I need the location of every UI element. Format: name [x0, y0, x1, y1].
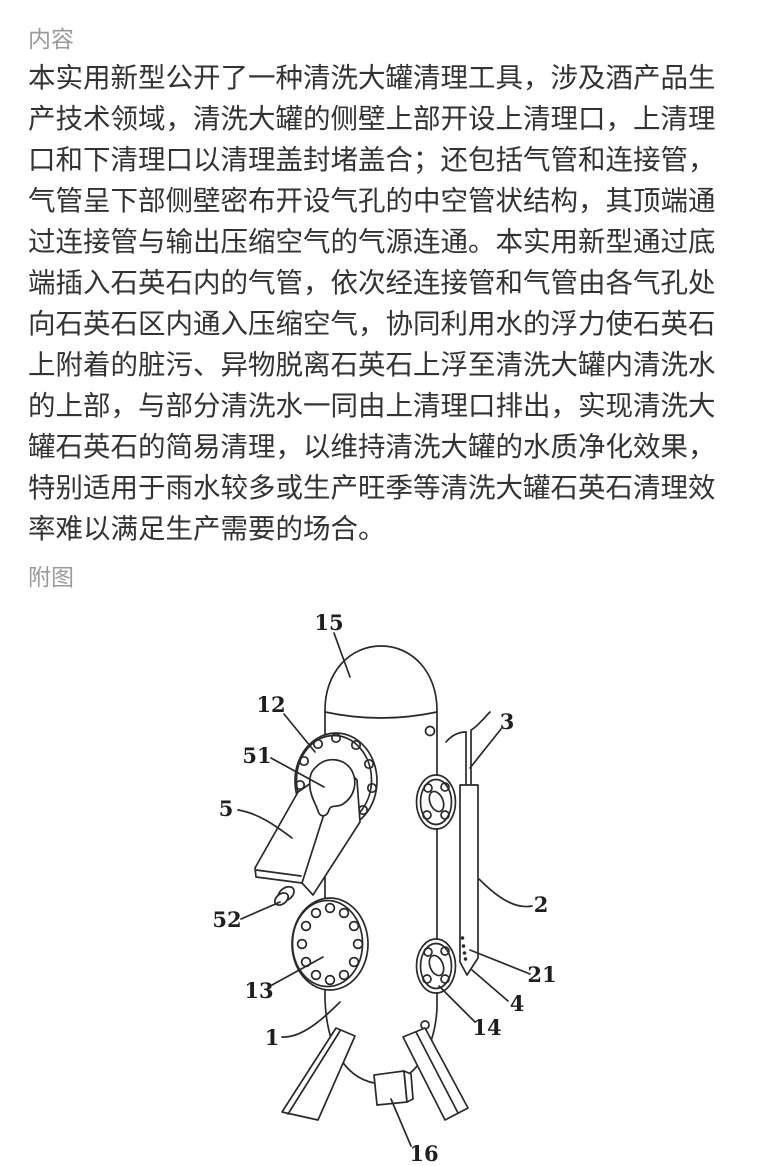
upper-wall-hole: [424, 725, 436, 737]
ref-label-16: 16: [409, 1141, 438, 1166]
leader-lines: [237, 632, 533, 1147]
ref-label-3: 3: [500, 709, 515, 734]
ref-label-21: 21: [527, 962, 556, 987]
ref-label-5: 5: [219, 796, 234, 821]
ref-label-15: 15: [314, 610, 343, 635]
ref-label-52: 52: [212, 907, 241, 932]
ref-label-13: 13: [244, 978, 273, 1003]
figure-section-heading: 附图: [28, 564, 74, 590]
tank-body: [324, 645, 438, 1085]
bottom-outlet: [373, 1070, 414, 1106]
support-legs: [281, 1027, 469, 1121]
pipe-break-curve-left: [445, 731, 467, 743]
right-leg: [402, 1027, 469, 1121]
manhole-opening: [308, 758, 356, 817]
side-flange-upper: [415, 774, 457, 830]
abstract-text: 本实用新型公开了一种清洗大罐清理工具，涉及酒产品生产技术领域，清洗大罐的侧壁上部…: [28, 62, 716, 544]
side-flange-lower: [415, 938, 457, 994]
ref-label-1: 1: [265, 1025, 280, 1050]
ref-label-4: 4: [510, 991, 525, 1016]
ref-label-12: 12: [256, 692, 285, 717]
air-pipe: [445, 711, 491, 976]
patent-drawing: 15 12 51 5 3 2 52 13 1 21 4 14 16: [212, 610, 556, 1166]
content-section-heading: 内容: [28, 26, 74, 52]
ref-label-2: 2: [534, 892, 549, 917]
lower-manhole-flange: [291, 897, 369, 991]
pipe-break-curve-right: [470, 711, 491, 731]
ref-label-14: 14: [472, 1015, 501, 1040]
left-leg: [281, 1027, 356, 1121]
dome-seam-line: [324, 711, 438, 719]
ref-label-51: 51: [242, 743, 271, 768]
figure-labels: 15 12 51 5 3 2 52 13 1 21 4 14 16: [212, 610, 556, 1166]
pipe-body: [459, 784, 479, 976]
